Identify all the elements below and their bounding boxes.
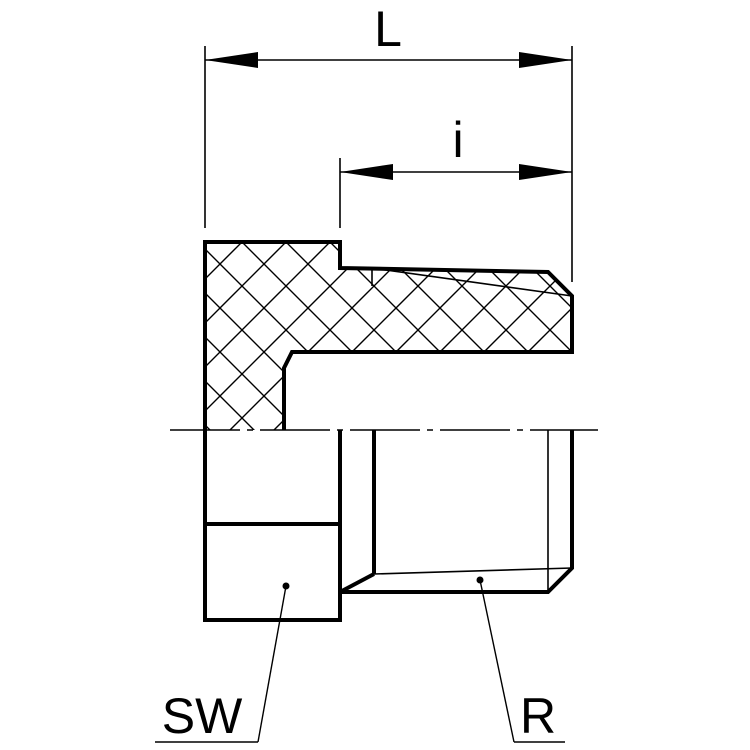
section-outline xyxy=(203,240,574,430)
spigot-shoulder-line xyxy=(339,572,375,594)
arrowhead-i-right-icon xyxy=(519,164,572,180)
dimension-label-i: i xyxy=(452,112,463,168)
dimension-l: L xyxy=(204,1,573,282)
arrowhead-left-icon xyxy=(205,52,258,68)
arrowhead-i-left-icon xyxy=(340,164,393,180)
leader-line-sw xyxy=(257,585,287,743)
callout-r: R xyxy=(476,576,565,744)
thread-root-line-bottom xyxy=(373,567,573,575)
threaded-spigot-outline xyxy=(340,430,574,594)
arrowhead-right-icon xyxy=(519,52,572,68)
thread-root-line-top xyxy=(371,267,573,297)
outer-view-half xyxy=(203,430,574,622)
section-hatching xyxy=(205,242,572,430)
callout-label-sw: SW xyxy=(162,688,243,744)
leader-line-r xyxy=(479,579,515,743)
dimension-label-l: L xyxy=(374,1,402,57)
callout-sw: SW xyxy=(155,582,290,744)
section-half xyxy=(203,240,574,430)
callout-label-r: R xyxy=(520,688,556,744)
dimension-i: i xyxy=(339,112,572,228)
